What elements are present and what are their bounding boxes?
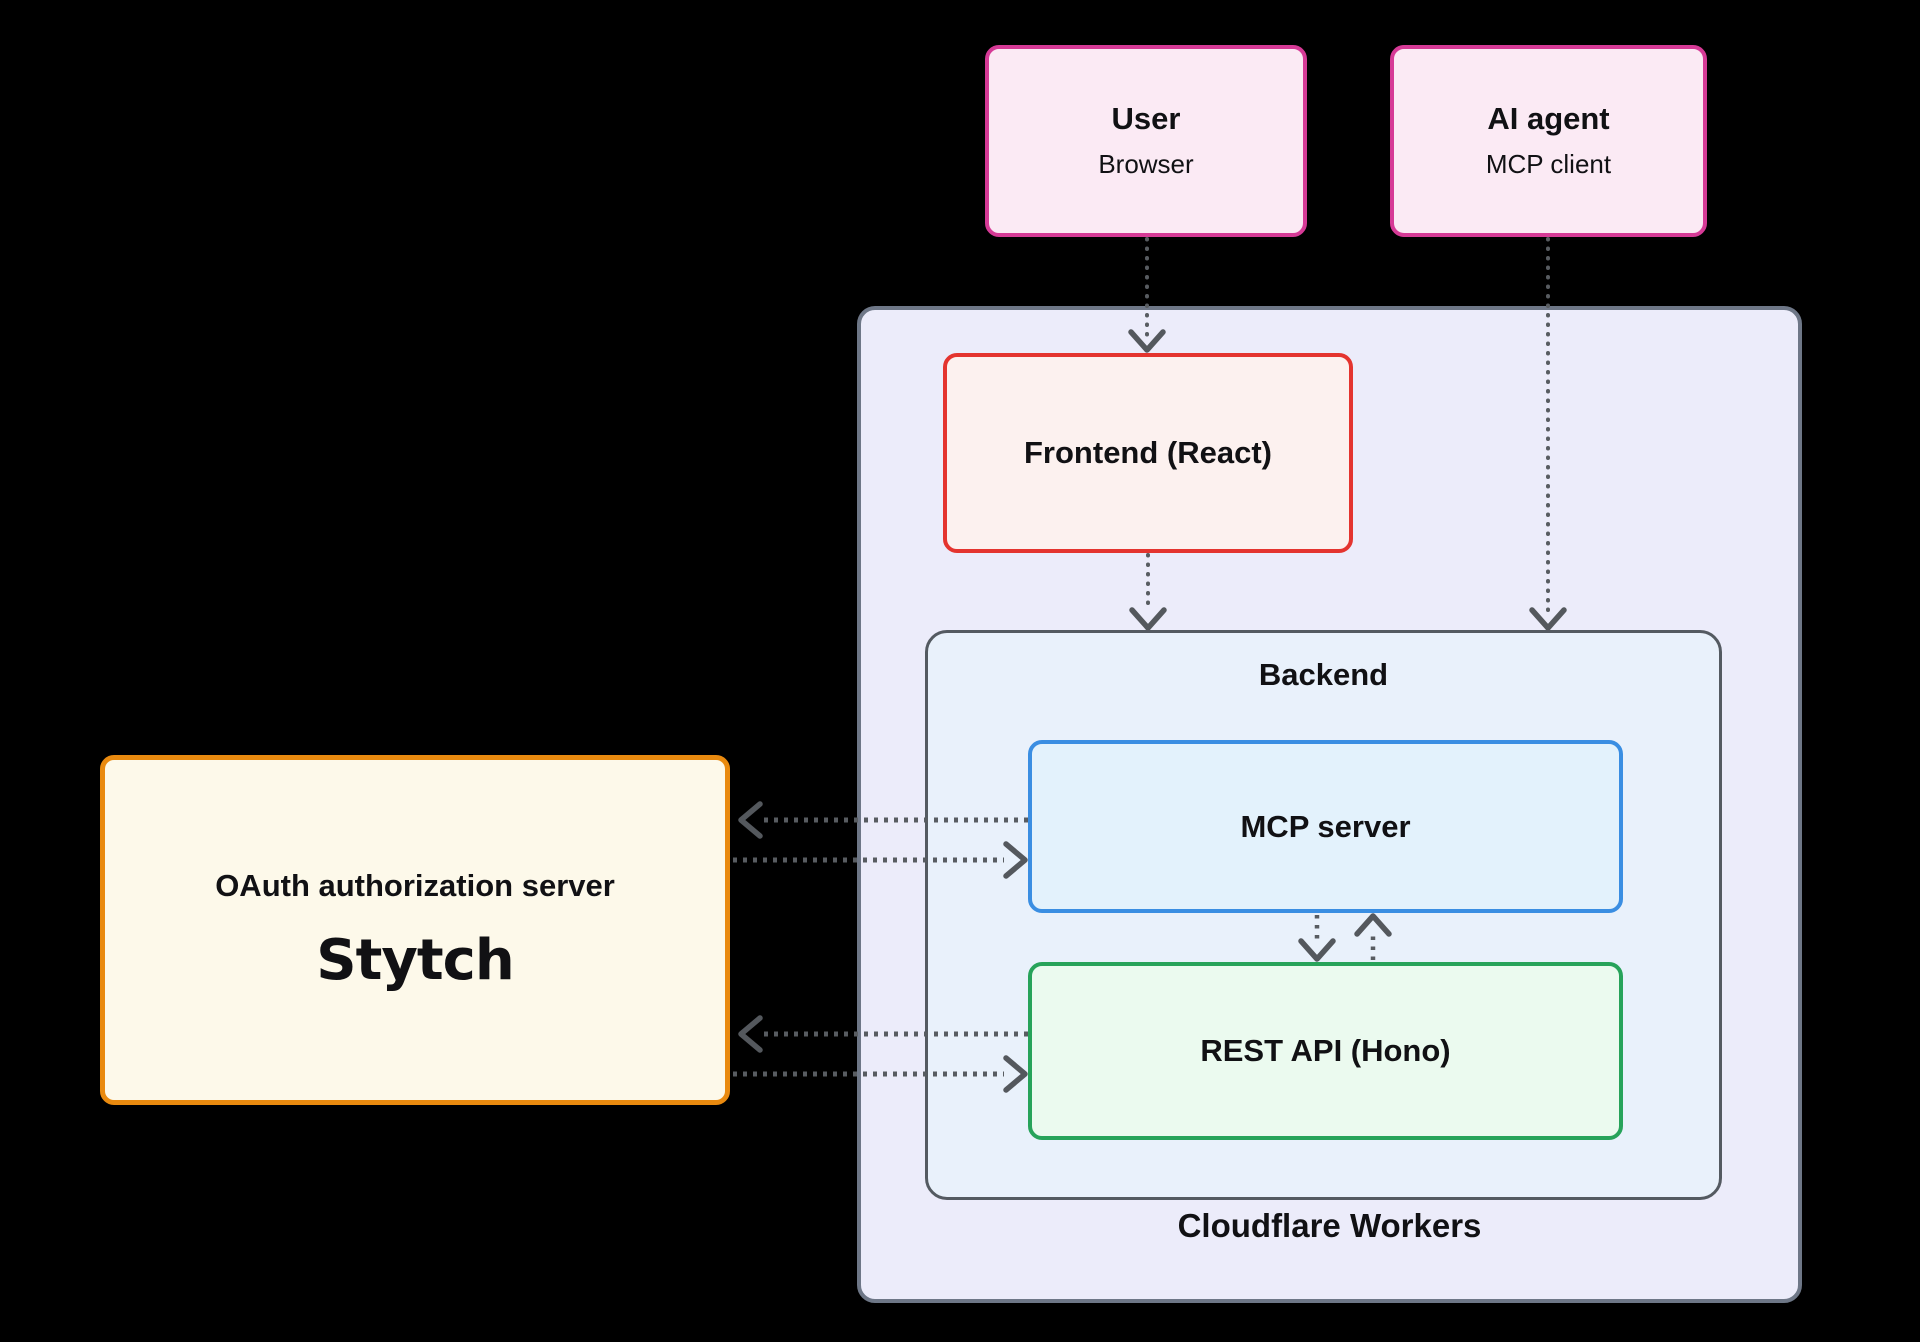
cloudflare-workers-label: Cloudflare Workers — [1177, 1207, 1482, 1244]
arrowhead-left-icon — [738, 1015, 763, 1053]
ai-agent-subtitle: MCP client — [1485, 149, 1612, 180]
rest-api-node: REST API (Hono) — [1028, 962, 1623, 1140]
user-subtitle: Browser — [1098, 149, 1194, 180]
user-title: User — [1111, 100, 1181, 136]
ai-agent-node: AI agent MCP client — [1390, 45, 1707, 237]
frontend-node: Frontend (React) — [943, 353, 1353, 553]
mcp-server-label: MCP server — [1240, 808, 1411, 844]
user-node: User Browser — [985, 45, 1307, 237]
ai-agent-title: AI agent — [1487, 100, 1610, 136]
stytch-logo: Stytch — [316, 927, 514, 993]
mcp-server-node: MCP server — [1028, 740, 1623, 913]
backend-label: Backend — [1258, 657, 1389, 692]
oauth-server-title: OAuth authorization server — [215, 868, 615, 904]
oauth-server-node: OAuth authorization server Stytch — [100, 755, 730, 1105]
arrowhead-left-icon — [738, 801, 763, 839]
rest-api-label: REST API (Hono) — [1200, 1033, 1451, 1068]
frontend-label: Frontend (React) — [1024, 435, 1272, 470]
